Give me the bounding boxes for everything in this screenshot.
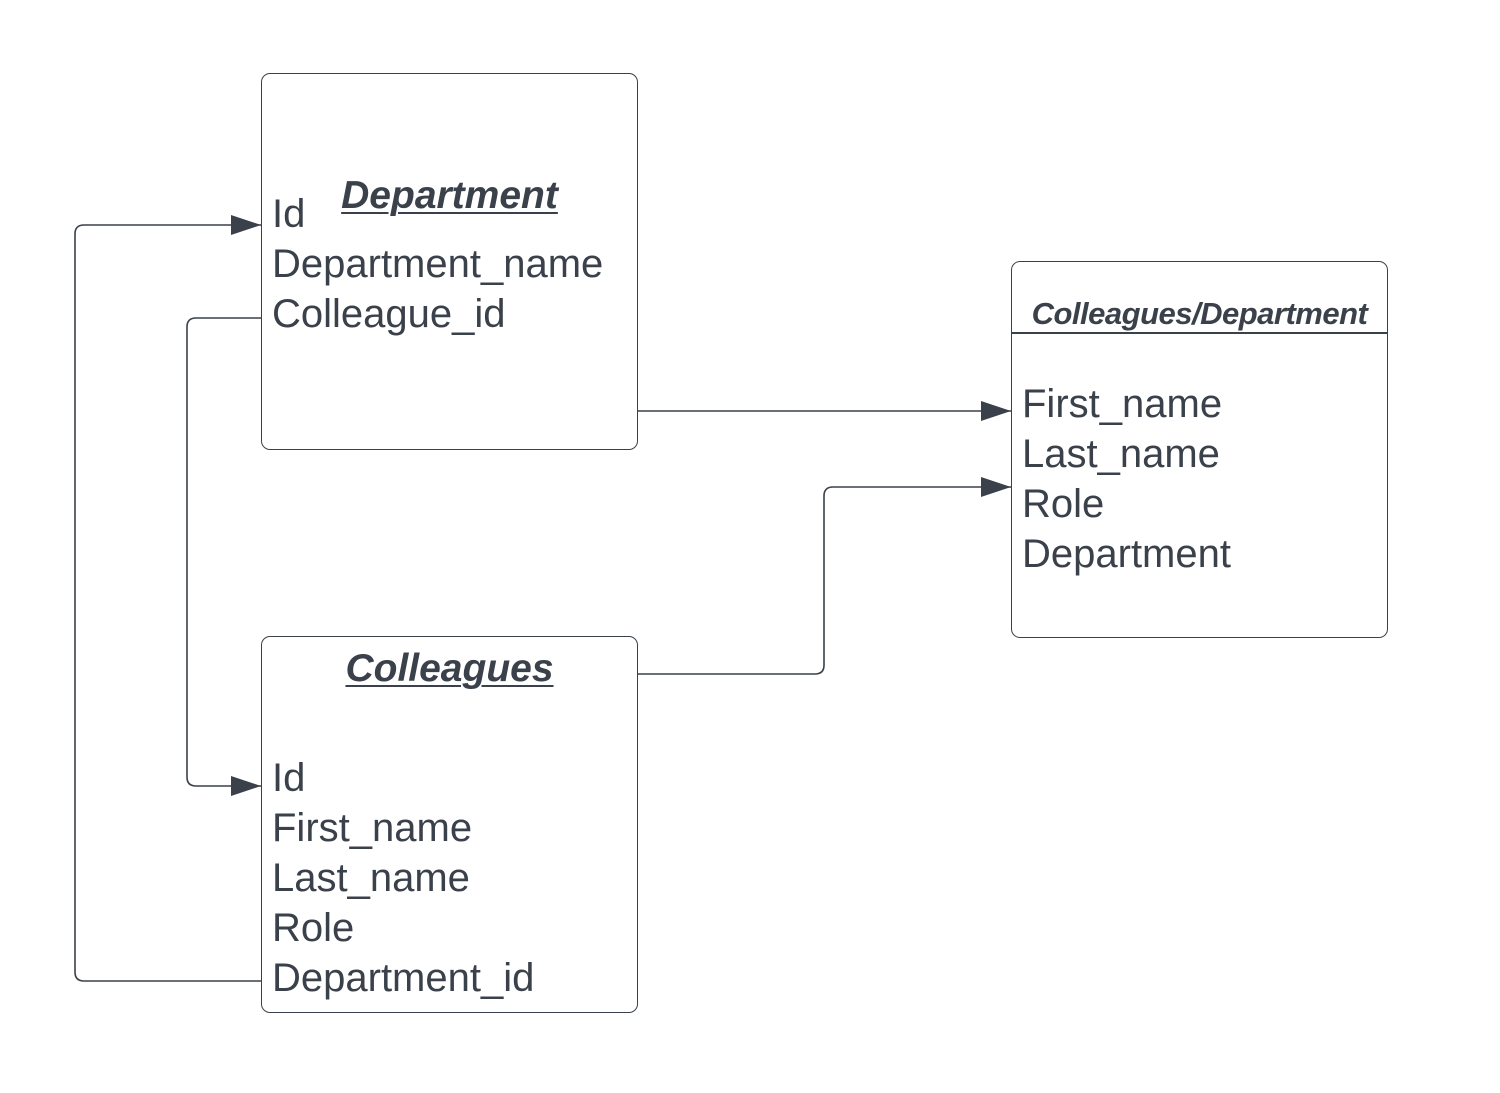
field-colleagues-last-name: Last_name	[272, 856, 470, 900]
field-colleagues-first-name: First_name	[272, 806, 473, 850]
field-department-name: Department_name	[272, 242, 604, 286]
field-colleagues-id: Id	[272, 756, 306, 800]
field-list-department: Id Department_name Colleague_id	[272, 189, 603, 339]
entity-title-colleagues: Colleagues	[345, 647, 554, 690]
field-department-colleague-id: Colleague_id	[272, 292, 506, 336]
field-cd-first-name: First_name	[1022, 382, 1223, 426]
entity-department[interactable]: Department Id Department_name Colleague_…	[261, 73, 638, 450]
title-underline-rule	[1012, 332, 1387, 334]
entity-title-colleagues-department: Colleagues/Department	[1031, 296, 1368, 331]
field-cd-role: Role	[1022, 482, 1105, 526]
field-list-colleagues: Id First_name Last_name Role Department_…	[272, 753, 534, 1003]
field-colleagues-department-id: Department_id	[272, 956, 535, 1000]
field-colleagues-role: Role	[272, 906, 355, 950]
connector-department-colleague-id-to-colleagues-id	[186, 317, 261, 796]
field-department-id: Id	[272, 192, 306, 236]
entity-colleagues[interactable]: Colleagues Id First_name Last_name Role …	[261, 636, 638, 1013]
field-list-colleagues-department: First_name Last_name Role Department	[1022, 379, 1231, 579]
entity-title-department: Department	[341, 174, 558, 217]
field-cd-last-name: Last_name	[1022, 432, 1220, 476]
field-cd-department: Department	[1022, 532, 1231, 576]
connector-colleagues-department-id-to-department-id	[74, 215, 261, 982]
entity-colleagues-department[interactable]: Colleagues/Department First_name Last_na…	[1011, 261, 1388, 638]
connector-colleagues-to-colleagues-department	[638, 477, 1011, 675]
